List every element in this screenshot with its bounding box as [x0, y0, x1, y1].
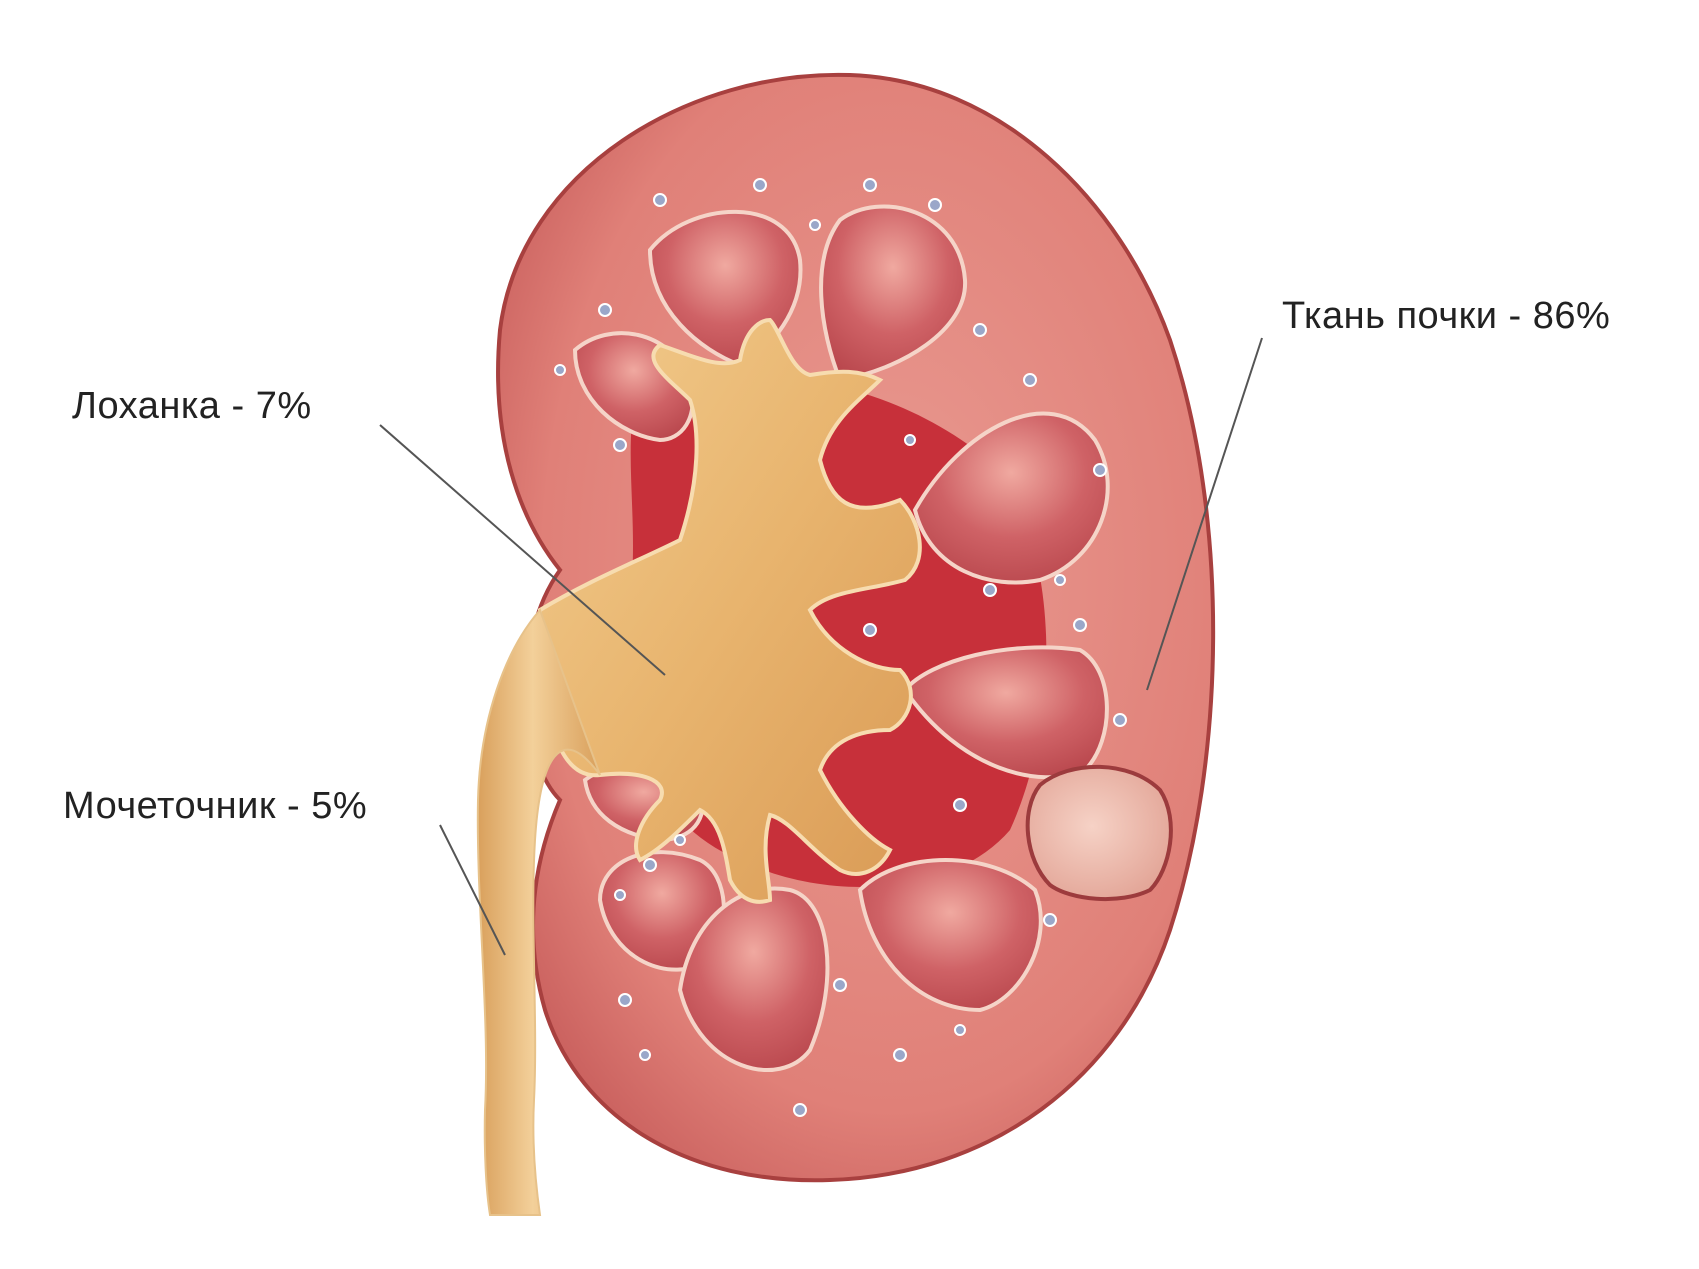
- label-kidney-tissue: Ткань почки - 86%: [1282, 295, 1610, 338]
- label-ureter: Мочеточник - 5%: [63, 785, 367, 828]
- tumor-nodule: [1028, 767, 1171, 899]
- label-pelvis: Лоханка - 7%: [72, 385, 312, 428]
